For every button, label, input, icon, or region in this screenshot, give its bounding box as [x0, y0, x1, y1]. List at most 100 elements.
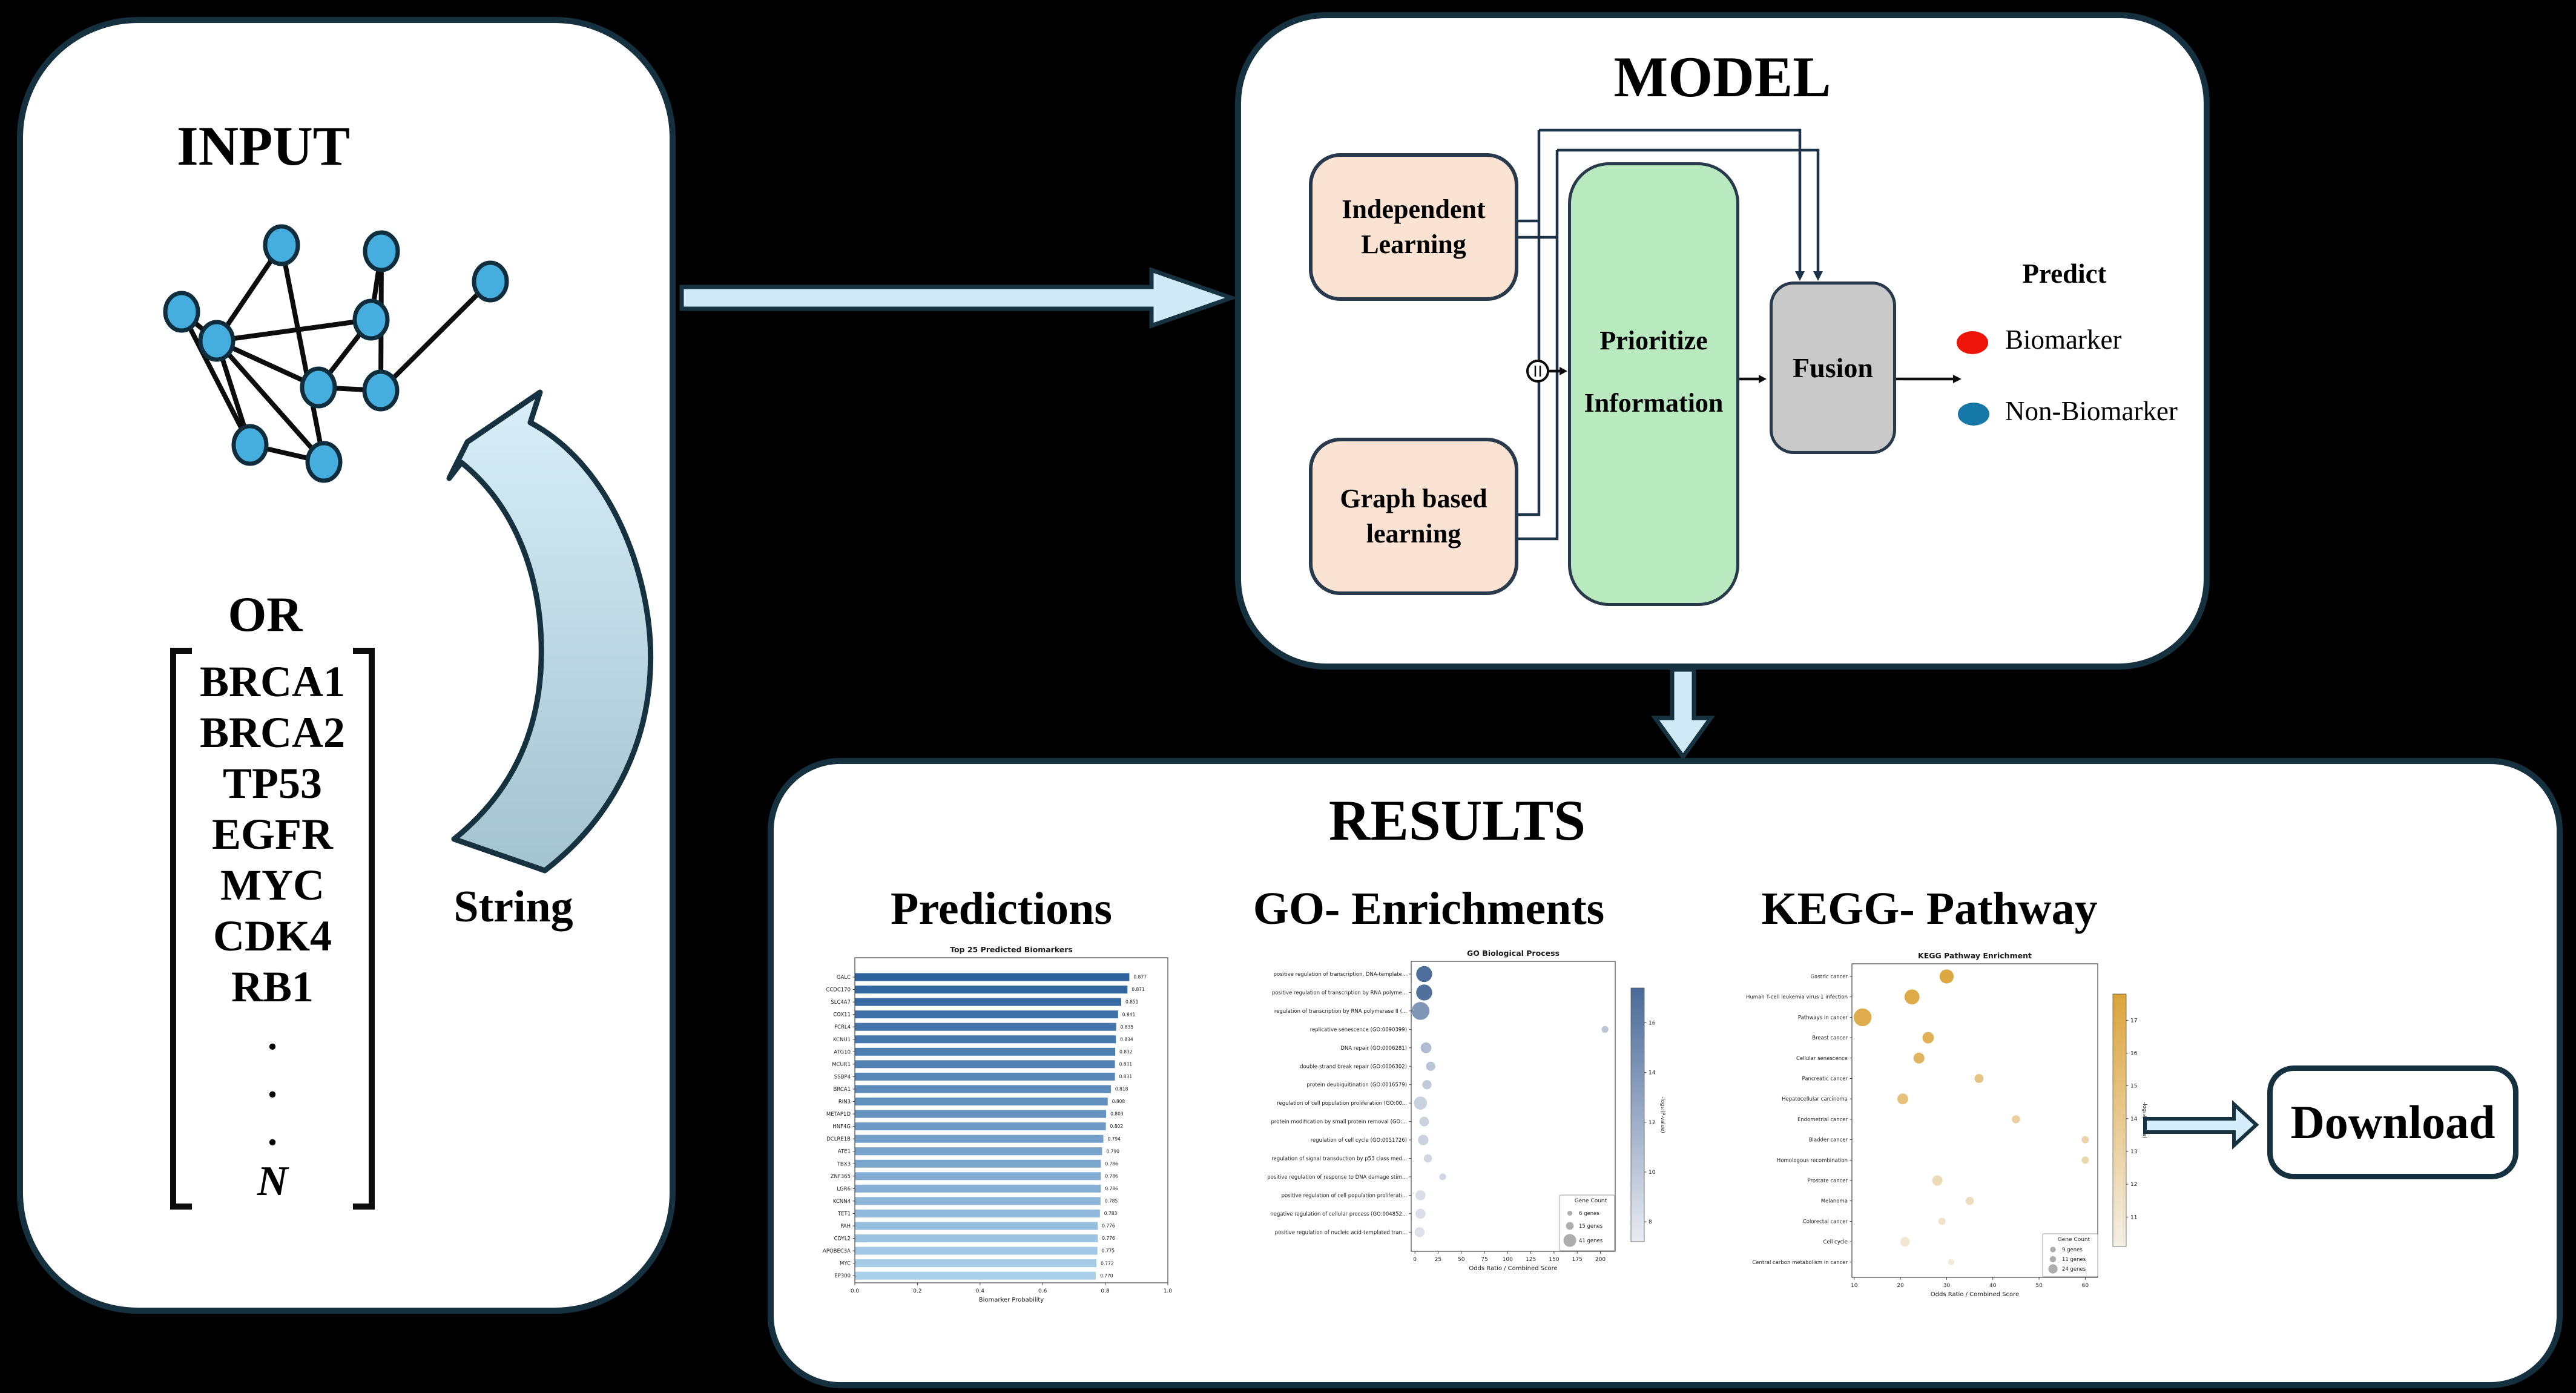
svg-text:CCDC170: CCDC170	[826, 987, 851, 993]
svg-text:Gastric cancer: Gastric cancer	[1811, 974, 1848, 980]
svg-text:50: 50	[1458, 1257, 1465, 1263]
svg-text:15 genes: 15 genes	[1579, 1223, 1603, 1230]
svg-text:9 genes: 9 genes	[2062, 1247, 2083, 1253]
svg-text:APOBEC3A: APOBEC3A	[823, 1248, 851, 1254]
svg-text:0.802: 0.802	[1110, 1124, 1124, 1129]
svg-text:Colorectal cancer: Colorectal cancer	[1803, 1219, 1848, 1225]
svg-text:ZNF365: ZNF365	[831, 1174, 851, 1180]
svg-text:10: 10	[1851, 1283, 1858, 1289]
svg-text:0.835: 0.835	[1121, 1024, 1134, 1030]
svg-text:-log₁₀(P-value): -log₁₀(P-value)	[2141, 1102, 2147, 1138]
svg-text:0.818: 0.818	[1115, 1087, 1128, 1092]
svg-text:regulation of transcription by: regulation of transcription by RNA polym…	[1274, 1009, 1407, 1015]
svg-text:Human T-cell leukemia virus 1: Human T-cell leukemia virus 1 infection	[1746, 995, 1848, 1001]
or-label: OR	[228, 587, 303, 642]
predictions-heading: Predictions	[891, 883, 1112, 934]
svg-text:Hepatocellular carcinoma: Hepatocellular carcinoma	[1782, 1096, 1848, 1102]
svg-text:Bladder cancer: Bladder cancer	[1809, 1138, 1848, 1144]
svg-text:11: 11	[2130, 1214, 2137, 1220]
svg-text:DCLRE1B: DCLRE1B	[826, 1136, 851, 1142]
svg-text:125: 125	[1526, 1257, 1536, 1263]
svg-text:RIN3: RIN3	[838, 1099, 851, 1105]
svg-text:TET1: TET1	[837, 1211, 851, 1217]
svg-text:Melanoma: Melanoma	[1821, 1199, 1848, 1205]
svg-text:150: 150	[1549, 1257, 1559, 1263]
svg-text:200: 200	[1595, 1257, 1606, 1263]
svg-text:Gene Count: Gene Count	[1575, 1198, 1607, 1204]
svg-text:0.783: 0.783	[1104, 1211, 1118, 1216]
svg-text:10: 10	[1649, 1170, 1656, 1176]
left-bracket-icon	[170, 648, 192, 1210]
svg-text:40: 40	[1989, 1283, 1997, 1289]
svg-text:Biomarker Probability: Biomarker Probability	[979, 1297, 1044, 1303]
svg-text:0.6: 0.6	[1038, 1288, 1047, 1294]
svg-text:14: 14	[1649, 1070, 1656, 1076]
svg-text:double-strand break repair (GO: double-strand break repair (GO:0006302)	[1300, 1064, 1407, 1070]
svg-text:Prostate cancer: Prostate cancer	[1808, 1178, 1848, 1184]
independent-learning-box: Independent Learning	[1309, 153, 1518, 301]
svg-text:protein deubiquitination (GO:0: protein deubiquitination (GO:0016579)	[1306, 1082, 1407, 1088]
svg-text:PAH: PAH	[840, 1223, 851, 1230]
svg-text:100: 100	[1503, 1257, 1513, 1263]
svg-text:75: 75	[1481, 1257, 1487, 1263]
svg-text:KCNU1: KCNU1	[833, 1037, 851, 1043]
svg-text:positive regulation of cell po: positive regulation of cell population p…	[1282, 1193, 1407, 1199]
svg-text:HNF4G: HNF4G	[832, 1124, 851, 1130]
svg-text:0.841: 0.841	[1122, 1012, 1136, 1017]
svg-text:11 genes: 11 genes	[2062, 1257, 2086, 1263]
svg-text:0.851: 0.851	[1125, 999, 1139, 1005]
string-label: String	[453, 882, 573, 932]
svg-text:0.770: 0.770	[1100, 1273, 1113, 1279]
svg-text:KEGG Pathway Enrichment: KEGG Pathway Enrichment	[1918, 951, 2032, 960]
svg-text:17: 17	[2130, 1018, 2137, 1024]
non-biomarker-dot-icon	[1958, 403, 1989, 426]
svg-text:24 genes: 24 genes	[2062, 1266, 2086, 1273]
svg-text:COX11: COX11	[833, 1012, 851, 1018]
svg-text:MYC: MYC	[840, 1261, 851, 1267]
input-title: INPUT	[176, 115, 351, 177]
biomarker-dot-icon	[1957, 331, 1988, 354]
go-enrichments-heading: GO- Enrichments	[1253, 883, 1605, 934]
svg-text:175: 175	[1572, 1257, 1583, 1263]
svg-text:KCNN4: KCNN4	[833, 1199, 851, 1205]
svg-text:0.786: 0.786	[1105, 1173, 1118, 1179]
svg-text:12: 12	[1649, 1120, 1655, 1126]
svg-text:GO Biological Process: GO Biological Process	[1467, 949, 1560, 958]
svg-text:0.877: 0.877	[1133, 975, 1147, 980]
svg-text:0.794: 0.794	[1107, 1136, 1121, 1142]
right-bracket-icon	[353, 648, 375, 1210]
svg-text:MCUR1: MCUR1	[832, 1062, 851, 1068]
svg-text:ATE1: ATE1	[838, 1149, 851, 1155]
svg-text:0.776: 0.776	[1102, 1236, 1115, 1241]
svg-text:25: 25	[1435, 1257, 1441, 1263]
svg-text:0.834: 0.834	[1120, 1036, 1133, 1042]
svg-text:0.786: 0.786	[1105, 1161, 1118, 1167]
svg-text:0.8: 0.8	[1101, 1288, 1110, 1294]
svg-text:0.808: 0.808	[1112, 1099, 1125, 1104]
svg-text:0.803: 0.803	[1110, 1111, 1124, 1117]
svg-text:Top 25 Predicted Biomarkers: Top 25 Predicted Biomarkers	[950, 945, 1073, 954]
go-chart: positive regulation of transcription, DN…	[1241, 944, 1695, 1314]
svg-text:DNA repair (GO:0006281): DNA repair (GO:0006281)	[1340, 1046, 1407, 1052]
svg-text:LGR6: LGR6	[837, 1186, 851, 1192]
results-panel: RESULTS Predictions GO- Enrichments KEGG…	[768, 758, 2563, 1388]
download-button[interactable]: Download	[2267, 1065, 2518, 1179]
svg-text:30: 30	[1943, 1283, 1951, 1289]
svg-text:50: 50	[2035, 1283, 2043, 1289]
concat-node-icon	[1526, 360, 1549, 383]
svg-text:Cell cycle: Cell cycle	[1823, 1239, 1848, 1245]
prioritize-label: Prioritize	[1599, 326, 1708, 355]
svg-text:6 genes: 6 genes	[1579, 1211, 1599, 1217]
svg-text:SSBP4: SSBP4	[834, 1074, 851, 1080]
model-title: MODEL	[1613, 45, 1831, 109]
svg-text:Pancreatic cancer: Pancreatic cancer	[1802, 1076, 1848, 1082]
svg-text:0: 0	[1413, 1257, 1417, 1263]
svg-text:0.786: 0.786	[1105, 1186, 1118, 1191]
svg-text:negative regulation of cellula: negative regulation of cellular process …	[1270, 1211, 1407, 1217]
svg-text:GALC: GALC	[837, 975, 851, 981]
svg-text:positive regulation of transcr: positive regulation of transcription by …	[1272, 990, 1407, 996]
svg-text:ATG10: ATG10	[834, 1049, 851, 1055]
model-panel: MODEL Independent Learning Graph based l…	[1235, 12, 2210, 670]
